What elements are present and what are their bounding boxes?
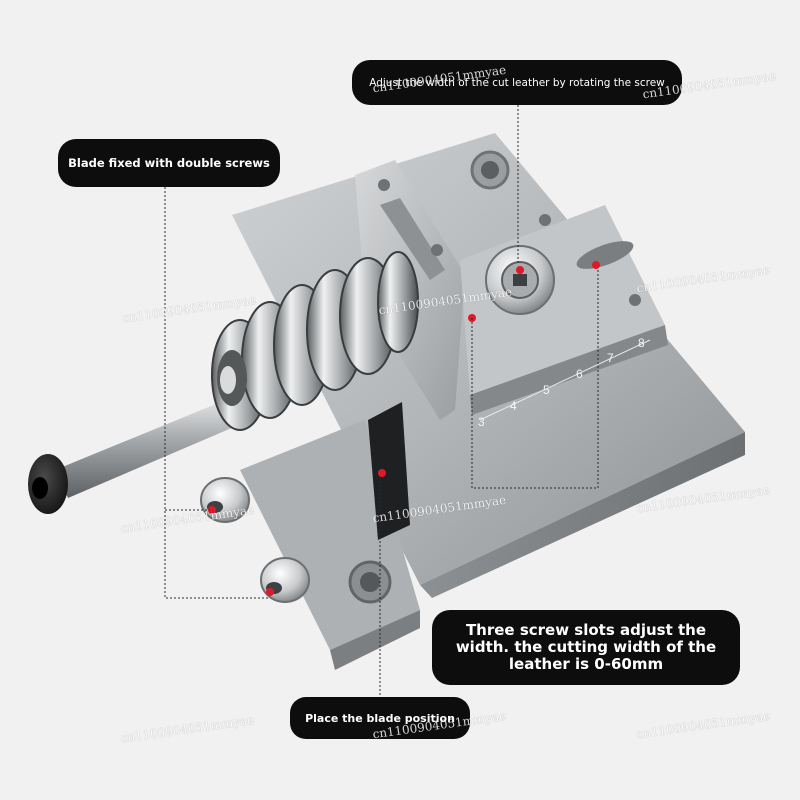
scale-number: 6 (576, 367, 583, 381)
leader-lines (164, 105, 599, 697)
scale-number: 5 (543, 383, 550, 397)
callout-adjust-width: Adjust the width of the cut leather by r… (352, 60, 682, 105)
scale-number: 7 (607, 351, 614, 365)
roller-shaft (28, 390, 262, 514)
scale-number: 4 (510, 399, 517, 413)
blade (368, 402, 410, 540)
callout-screw-slots: Three screw slots adjust the width. the … (432, 610, 740, 685)
scale-number: 8 (638, 336, 645, 350)
scale-number: 3 (478, 415, 485, 429)
bearing-stack (211, 251, 419, 431)
callout-blade-position: Place the blade position (290, 697, 470, 739)
callout-blade-fixed: Blade fixed with double screws (58, 139, 280, 187)
ruler-scale: 3 4 5 6 7 8 (478, 336, 651, 429)
adjustment-screw (485, 245, 555, 315)
red-markers (208, 261, 600, 596)
